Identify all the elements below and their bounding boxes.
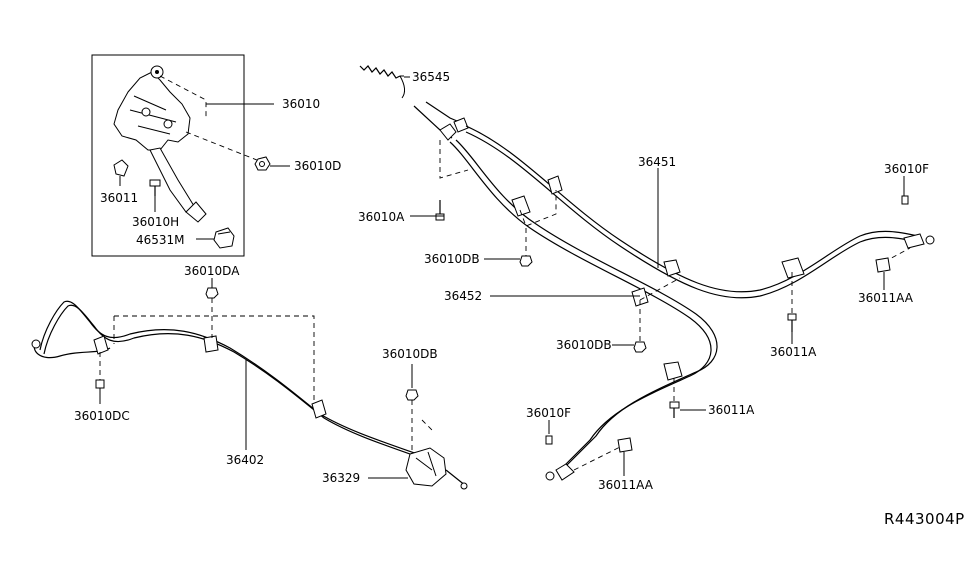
pad-46531M (196, 227, 235, 249)
bracket-36011AA-right (875, 257, 891, 273)
pedal-assembly (113, 65, 274, 223)
callout-36011: 36011 (100, 191, 138, 205)
callout-36452: 36452 (444, 289, 482, 303)
callout-36010DB-top: 36010DB (424, 252, 480, 266)
callout-36010: 36010 (282, 97, 320, 111)
callout-36451: 36451 (638, 155, 676, 169)
callout-46531M: 46531M (136, 233, 185, 247)
nut-36010DA (205, 287, 219, 299)
callout-36545: 36545 (412, 70, 450, 84)
callout-36010DC: 36010DC (74, 409, 130, 423)
callout-36010DB-left: 36010DB (382, 347, 438, 361)
callout-36011A-mid: 36011A (708, 403, 755, 417)
callout-36010F-bottom: 36010F (526, 406, 571, 420)
cable-assembly-front (413, 101, 935, 481)
pedal-assembly-frame (91, 54, 245, 257)
clip-36010F-bottom (545, 435, 553, 445)
spring-36545 (359, 65, 406, 99)
clip-36010F-right (901, 195, 909, 205)
bolt-36011A-right (787, 313, 797, 332)
nut-36010DB-top (519, 255, 533, 267)
callout-36010F-right: 36010F (884, 162, 929, 176)
pedal-assembly-group (91, 54, 290, 257)
diagram-code: R443004P (884, 510, 965, 528)
callout-labels: 36010 36010D 36011 36010H 46531M 36545 3… (74, 70, 929, 492)
bolt-36010H (149, 179, 161, 212)
callout-36010H: 36010H (132, 215, 179, 229)
cable-assembly-left (31, 298, 468, 490)
callout-36329: 36329 (322, 471, 360, 485)
callout-36010D: 36010D (294, 159, 341, 173)
callout-leaders (99, 76, 905, 479)
bracket-36011AA-bottom (617, 437, 633, 453)
callout-36010DB-mid: 36010DB (556, 338, 612, 352)
bolt-36010A (435, 200, 445, 221)
callout-36402: 36402 (226, 453, 264, 467)
clip-36010DC (95, 379, 105, 389)
nut-36010DB-mid (633, 341, 647, 353)
callout-36011A-right: 36011A (770, 345, 817, 359)
callout-36010DA: 36010DA (184, 264, 240, 278)
nut-36010D (254, 156, 290, 171)
callout-36011AA-bottom: 36011AA (598, 478, 654, 492)
callout-36010A: 36010A (358, 210, 405, 224)
bolt-36011A-mid (669, 401, 680, 418)
clip-36011 (113, 159, 129, 186)
nut-36010DB-left (405, 389, 419, 401)
callout-36011AA-right: 36011AA (858, 291, 914, 305)
